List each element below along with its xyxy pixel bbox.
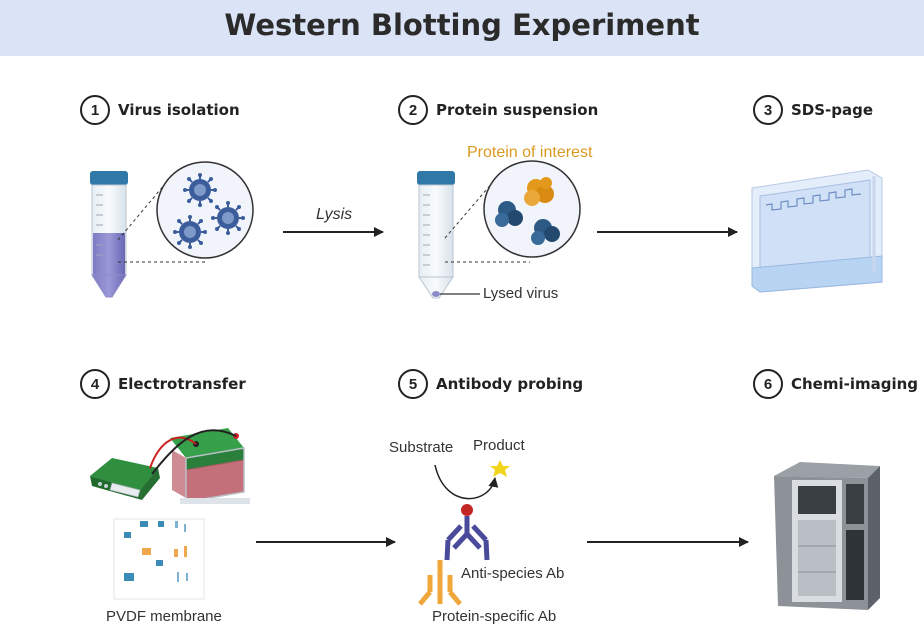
step-3-label: SDS-page <box>791 101 874 119</box>
imager-icon <box>774 462 880 610</box>
reaction-arrow <box>434 464 499 500</box>
page-title: Western Blotting Experiment <box>224 8 700 42</box>
step-1-label: Virus isolation <box>118 101 240 119</box>
step-3-number: 3 <box>753 95 783 125</box>
protein-icon <box>524 177 554 206</box>
step-3: 3 SDS-page <box>753 95 873 125</box>
product-label: Product <box>473 437 525 454</box>
product-star-icon <box>490 460 510 477</box>
antibody-icon <box>444 504 490 561</box>
gel-tank-icon <box>751 169 883 293</box>
step-1: 1 Virus isolation <box>80 95 240 125</box>
test-tube-icon <box>417 171 455 299</box>
step-4: 4 Electrotransfer <box>80 369 246 399</box>
protein-icon <box>495 201 523 227</box>
virus-icon <box>182 172 218 208</box>
step-6-label: Chemi-imaging <box>791 375 919 393</box>
step-2-label: Protein suspension <box>436 101 599 119</box>
step-6: 6 Chemi-imaging <box>753 369 918 399</box>
transfer-tank-icon <box>170 428 250 504</box>
step-4-number: 4 <box>80 369 110 399</box>
step-4-label: Electrotransfer <box>118 375 246 393</box>
lysis-label: Lysis <box>316 206 353 223</box>
step-5-label: Antibody probing <box>436 375 584 393</box>
virus-zoom-circle <box>156 161 254 259</box>
protein-icon <box>531 219 560 245</box>
antibody-icon <box>418 560 462 606</box>
substrate-label: Substrate <box>389 439 454 456</box>
power-supply-icon <box>90 458 160 500</box>
virus-icon <box>172 214 208 250</box>
step-1-number: 1 <box>80 95 110 125</box>
step-6-number: 6 <box>753 369 783 399</box>
step-5-number: 5 <box>398 369 428 399</box>
test-tube-icon <box>90 171 128 298</box>
step-2-number: 2 <box>398 95 428 125</box>
anti-species-ab-label: Anti-species Ab <box>461 565 565 582</box>
membrane-icon <box>113 518 205 600</box>
step-5: 5 Antibody probing <box>398 369 583 399</box>
protein-specific-ab-label: Protein-specific Ab <box>432 608 557 625</box>
step-2: 2 Protein suspension <box>398 95 598 125</box>
protein-of-interest-label: Protein of interest <box>467 144 593 161</box>
virus-icon <box>210 200 246 236</box>
lysed-virus-label: Lysed virus <box>483 285 559 302</box>
title-banner <box>0 0 924 56</box>
pvdf-membrane-label: PVDF membrane <box>106 608 222 625</box>
